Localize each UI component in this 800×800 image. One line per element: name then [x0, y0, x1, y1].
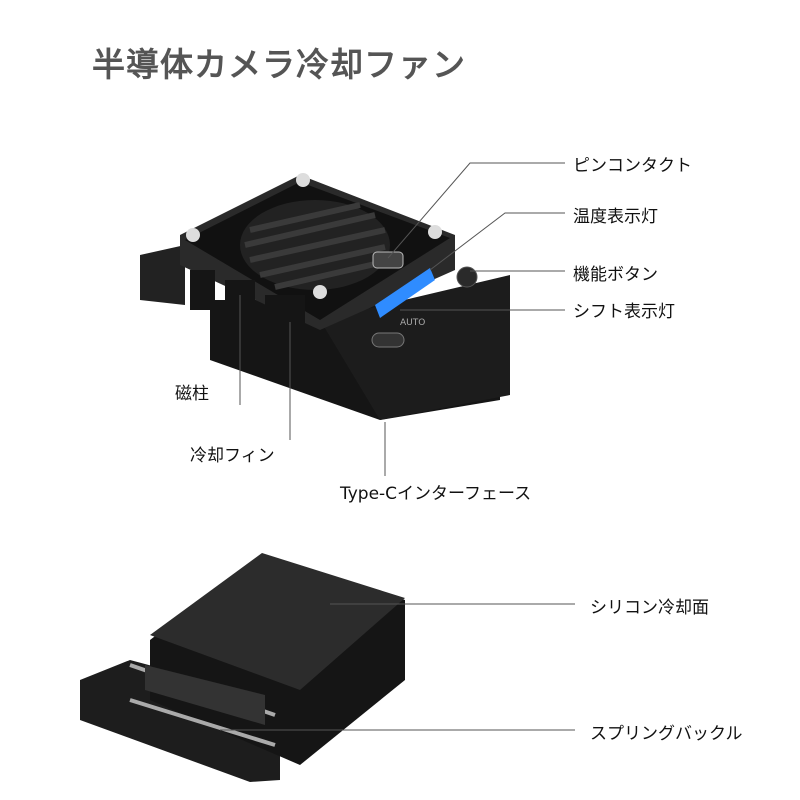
type-c-port [371, 332, 405, 348]
label-shift-indicator: シフト表示灯 [573, 302, 675, 322]
function-button [456, 266, 478, 288]
label-magnetic-pillar: 磁柱 [175, 384, 209, 404]
label-type-c: Type-Cインターフェース [340, 484, 532, 504]
cooling-fan-top-view: AUTO [140, 173, 510, 420]
cooling-fan-bottom-view [80, 553, 405, 782]
leader-lines [220, 162, 575, 731]
label-temp-indicator: 温度表示灯 [573, 207, 658, 227]
label-pin-contact: ピンコンタクト [573, 156, 692, 176]
label-function-button: 機能ボタン [573, 265, 658, 285]
label-cooling-fin: 冷却フィン [190, 446, 275, 466]
temperature-indicator-bar [375, 268, 435, 318]
label-silicone-surface: シリコン冷却面 [590, 598, 709, 618]
page-title: 半導体カメラ冷却ファン [92, 45, 466, 84]
auto-text: AUTO [400, 318, 425, 328]
label-spring-buckle: スプリングバックル [590, 724, 743, 744]
